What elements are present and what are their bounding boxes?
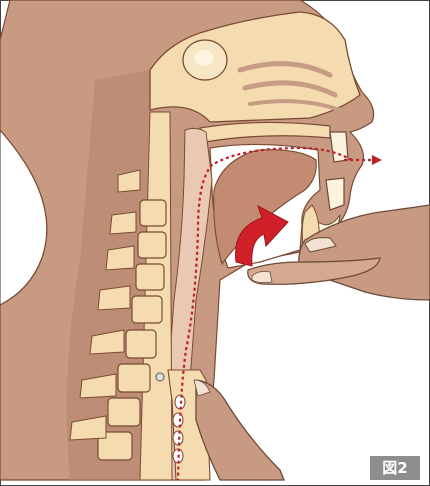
vertebra <box>118 364 150 392</box>
sinus-highlight <box>194 50 214 66</box>
spinous-process <box>110 212 136 234</box>
tracheal-ring <box>173 413 183 427</box>
vertebra <box>138 232 166 258</box>
vertebra <box>132 296 162 323</box>
hyoid-point <box>156 373 164 381</box>
vertebra <box>126 330 156 358</box>
spinous-process <box>106 246 134 270</box>
vertebra <box>108 398 140 426</box>
vertebra <box>140 200 166 226</box>
spinous-process <box>98 286 130 310</box>
figure-label: 図2 <box>370 456 420 480</box>
vertebra <box>136 264 164 290</box>
